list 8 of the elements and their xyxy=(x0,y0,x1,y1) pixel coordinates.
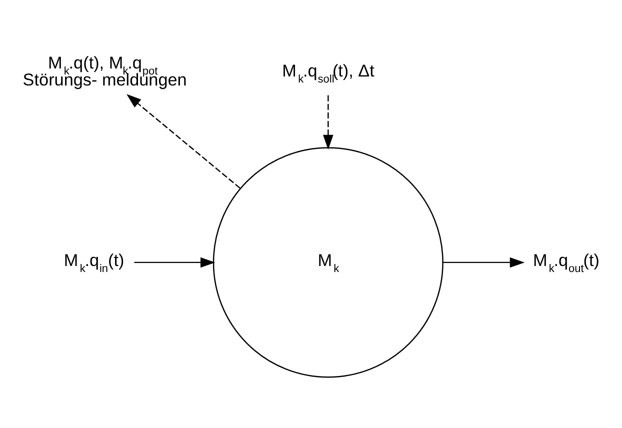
arrow xyxy=(134,257,216,268)
node-text: M$_{k}$.q$_{out}$(t) xyxy=(532,250,600,275)
arrow xyxy=(323,95,334,150)
node-text: M$_{k}$.q$_{in}$(t) xyxy=(64,250,124,275)
node-text: M$_{k}$.q$_{soll}$(t), Δt xyxy=(282,60,374,86)
node-circle: M$_{k}$ xyxy=(212,147,444,378)
arrow xyxy=(442,257,525,268)
arrow xyxy=(126,94,240,189)
